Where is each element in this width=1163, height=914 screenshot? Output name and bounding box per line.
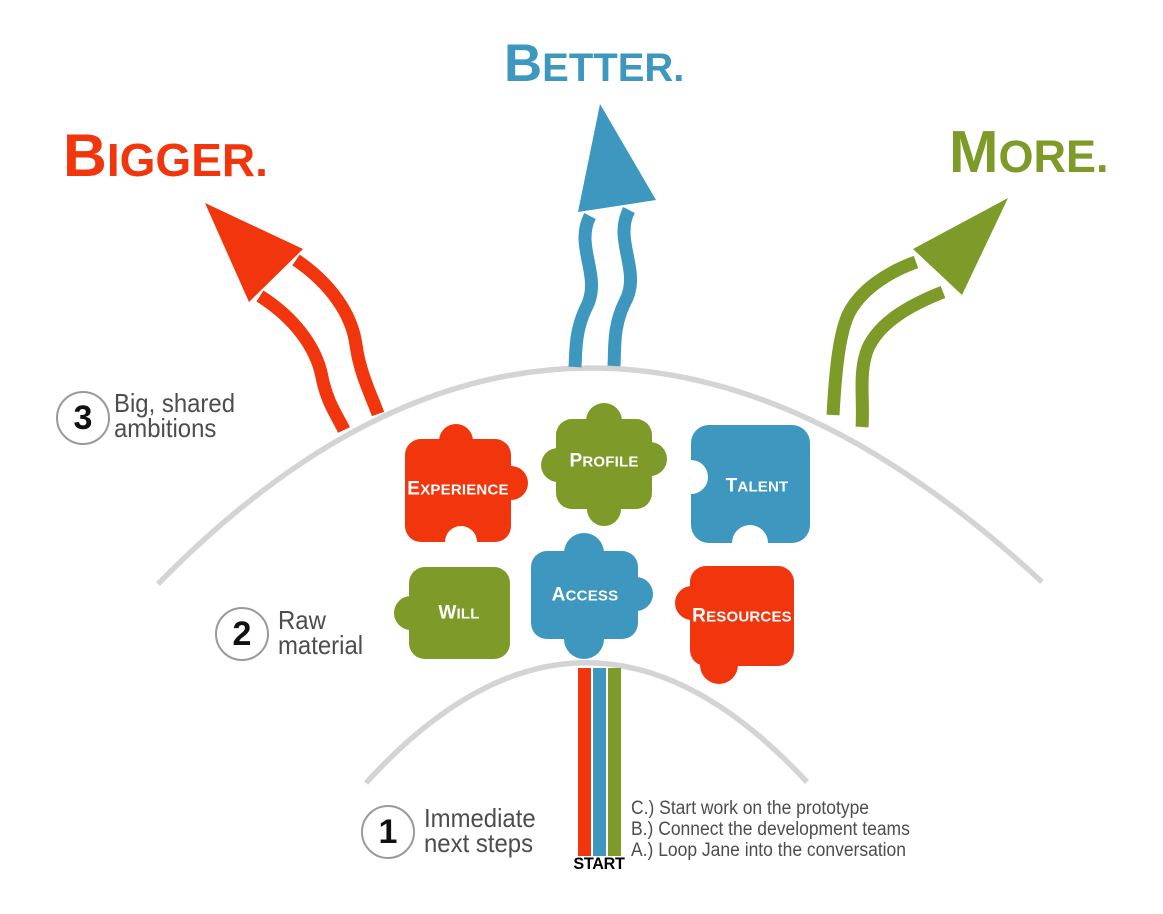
bigger-arrow-tail-icon: [292, 254, 385, 417]
start-label: START: [573, 854, 625, 873]
start-stripe-red: [578, 668, 591, 856]
more-arrowhead-icon: [913, 198, 1008, 295]
talent-notch-left: [674, 460, 708, 494]
puzzle-piece-resources: [675, 566, 794, 684]
bigger-arrow: [205, 203, 385, 433]
experience-notch-bottom: [445, 526, 477, 558]
puzzle-piece-profile: [541, 403, 667, 526]
more-arrow: [826, 198, 1008, 428]
will-knob-left: [394, 596, 428, 630]
puzzle-label-will: WILL: [438, 602, 480, 624]
resources-knob-left: [675, 586, 709, 620]
experience-knob-top: [439, 424, 473, 458]
step-number-3: 3: [73, 398, 93, 437]
next-step-item-c: C.) Start work on the prototype: [631, 798, 870, 819]
better-arrow-tail-icon: [607, 207, 637, 367]
step-circle-3: 3: [56, 391, 110, 445]
access-body: [531, 551, 638, 639]
step-circle-1: 1: [361, 805, 415, 859]
puzzle-label-resources: RESOURCES: [692, 605, 792, 627]
better-arrowhead-icon: [578, 104, 656, 212]
step-label-raw-material: Raw material: [278, 605, 364, 660]
bigger-arrow-tail-icon: [256, 290, 350, 433]
step-label-big-shared-ambitions: Big, shared ambitions: [114, 388, 236, 443]
step-number-1: 1: [378, 812, 398, 851]
lower-arc: [363, 660, 810, 785]
next-steps-list: C.) Start work on the prototype B.) Conn…: [631, 798, 910, 861]
start-stripe-olive: [608, 668, 621, 856]
resources-body: [690, 566, 794, 666]
step-number-2: 2: [232, 614, 252, 653]
experience-body: [405, 439, 511, 542]
puzzle-piece-will: [394, 567, 510, 659]
talent-body: [691, 425, 810, 543]
profile-knob-right: [633, 442, 667, 476]
puzzle-label-profile: PROFILE: [569, 450, 639, 472]
bigger-arrowhead-icon: [205, 203, 303, 302]
profile-knob-bottom: [587, 492, 621, 526]
next-step-item-a: A.) Loop Jane into the conversation: [631, 840, 907, 861]
next-step-item-b: B.) Connect the development teams: [631, 819, 910, 840]
profile-knob-left: [541, 448, 575, 482]
experience-knob-right: [494, 466, 528, 500]
heading-better: BETTER.: [504, 34, 685, 93]
better-arrow: [568, 104, 656, 368]
more-arrow-tail-icon: [826, 255, 919, 416]
puzzle-label-experience: EXPERIENCE: [407, 478, 509, 500]
step-label-immediate-next-steps: Immediate next steps: [424, 803, 536, 858]
upper-arc: [156, 365, 1044, 586]
puzzle-label-access: ACCESS: [551, 584, 619, 606]
step-circle-2: 2: [215, 607, 269, 661]
better-arrow-tail-icon: [568, 213, 598, 368]
resources-knob-bottom: [700, 646, 738, 684]
profile-knob-top: [586, 403, 622, 439]
access-knob-top: [564, 533, 604, 573]
puzzle-piece-talent: [674, 425, 810, 561]
access-knob-bottom: [564, 619, 604, 659]
talent-notch-bottom: [732, 525, 768, 561]
puzzle-piece-experience: [405, 424, 528, 558]
access-knob-right: [619, 577, 653, 611]
start-stripe-blue: [593, 668, 606, 856]
heading-more: MORE.: [949, 118, 1109, 185]
puzzle-label-talent: TALENT: [725, 475, 789, 497]
start-stripes: [578, 668, 621, 856]
will-body: [409, 567, 510, 659]
heading-bigger: BIGGER.: [63, 121, 268, 189]
more-arrow-tail-icon: [855, 285, 946, 428]
puzzle-piece-access: [531, 533, 653, 659]
profile-body: [556, 419, 652, 509]
